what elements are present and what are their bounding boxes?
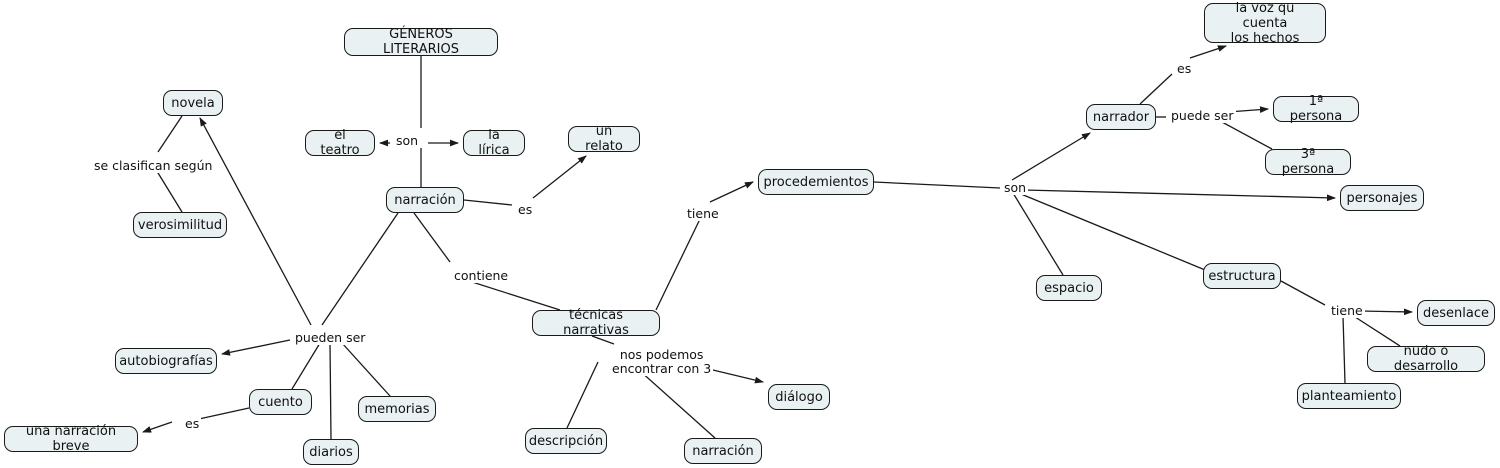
concept-node-estructura[interactable]: estructura [1203, 263, 1281, 289]
edge-nos_podemos-to-descripcion [566, 361, 599, 429]
concept-node-narrador[interactable]: narrador [1086, 104, 1156, 130]
edge-son2-to-narrador [1011, 132, 1091, 181]
concept-node-verosimilitud[interactable]: verosimilitud [133, 212, 227, 238]
link-label-es_voz[interactable]: es [1175, 61, 1194, 76]
concept-node-novela[interactable]: novela [163, 90, 223, 116]
link-label-se_clasif[interactable]: se clasifican según [92, 158, 215, 173]
edge-tiene2-to-nudo [1351, 314, 1401, 347]
concept-node-planteamiento[interactable]: planteamiento [1297, 383, 1401, 409]
concept-node-descripcion[interactable]: descripción [525, 428, 607, 454]
edge-pueden_ser-to-memorias [341, 342, 391, 397]
concept-node-primera[interactable]: 1ª persona [1273, 94, 1359, 124]
edge-narracion-to-contiene [413, 212, 451, 263]
link-label-nos_podemos[interactable]: nos podemos encontrar con 3 [610, 347, 714, 376]
edge-son2-to-espacio [1012, 192, 1064, 276]
edge-tiene2-to-planteamiento [1342, 315, 1346, 384]
link-label-es_cuento[interactable]: es [183, 416, 202, 431]
concept-node-diarios[interactable]: diarios [303, 439, 359, 465]
concept-node-el_teatro[interactable]: el teatro [305, 128, 375, 158]
edge-narracion-to-es_relato [463, 199, 513, 206]
concept-node-voz[interactable]: la voz qu cuenta los hechos [1204, 1, 1326, 46]
link-label-tiene1[interactable]: tiene [685, 206, 721, 221]
edge-procedimientos-to-son2 [873, 181, 1001, 189]
concept-node-autobiografias[interactable]: autobiografías [115, 348, 217, 374]
edge-se_clasif-to-verosimilitud [154, 167, 183, 213]
edge-tiene1-to-procedimientos [709, 181, 754, 203]
link-label-son1[interactable]: son [394, 133, 421, 148]
concept-node-desenlace[interactable]: desenlace [1417, 300, 1495, 326]
edge-tiene2-to-desenlace [1359, 308, 1414, 316]
concept-node-narr_breve[interactable]: una narración breve [4, 424, 138, 454]
edge-son2-to-personajes [1023, 189, 1337, 202]
concept-node-cuento[interactable]: cuento [249, 389, 312, 415]
edge-cuento-to-es_cuento [198, 407, 250, 420]
concept-node-memorias[interactable]: memorias [358, 396, 436, 422]
concept-node-narracion2[interactable]: narración [684, 438, 762, 464]
edge-es_voz-to-voz [1189, 45, 1227, 59]
concept-node-dialogo[interactable]: diálogo [768, 384, 830, 410]
edge-es_cuento-to-narr_breve [142, 421, 173, 433]
link-label-contiene[interactable]: contiene [452, 268, 511, 283]
concept-node-la_lirica[interactable]: la lírica [463, 128, 525, 158]
concept-node-tercera[interactable]: 3ª persona [1265, 147, 1351, 177]
edge-es_relato-to-un_relato [532, 155, 587, 199]
edge-narracion-to-pueden_ser [321, 212, 399, 326]
concept-node-procedimientos[interactable]: procedemientos [758, 169, 874, 195]
concept-node-personajes[interactable]: personajes [1340, 185, 1424, 211]
concept-node-tecnicas[interactable]: técnicas narrativas [532, 308, 660, 338]
edge-estructura-to-tiene2 [1280, 280, 1326, 306]
edge-pueden_ser-to-autobiografias [220, 339, 291, 356]
concept-node-un_relato[interactable]: un relato [568, 124, 640, 154]
link-label-es_relato[interactable]: es [516, 202, 535, 217]
edge-pueden_ser-to-novela [199, 117, 312, 326]
link-label-puede_ser[interactable]: puede ser [1169, 108, 1236, 123]
edge-tecnicas-to-nos_podemos [591, 335, 615, 345]
link-label-pueden_ser[interactable]: pueden ser [293, 330, 368, 345]
edge-tecnicas-to-tiene1 [655, 218, 701, 311]
concept-node-generos[interactable]: GÉNEROS LITERARIOS [344, 27, 498, 57]
link-label-tiene2[interactable]: tiene [1329, 303, 1365, 318]
link-label-son2[interactable]: son [1002, 180, 1029, 195]
edge-pueden_ser-to-diarios [329, 342, 332, 440]
edge-novela-to-se_clasif [157, 115, 183, 153]
concept-node-nudo[interactable]: nudo o desarrollo [1367, 344, 1485, 374]
edge-pueden_ser-to-cuento [291, 342, 321, 390]
concept-node-narracion[interactable]: narración [386, 187, 464, 213]
edge-puede_ser-to-tercera [1221, 121, 1273, 150]
edge-narrador-to-es_voz [1139, 73, 1173, 105]
edge-son2-to-estructura [1020, 193, 1211, 273]
concept-node-espacio[interactable]: espacio [1036, 275, 1102, 301]
edge-contiene-to-tecnicas [468, 280, 561, 311]
